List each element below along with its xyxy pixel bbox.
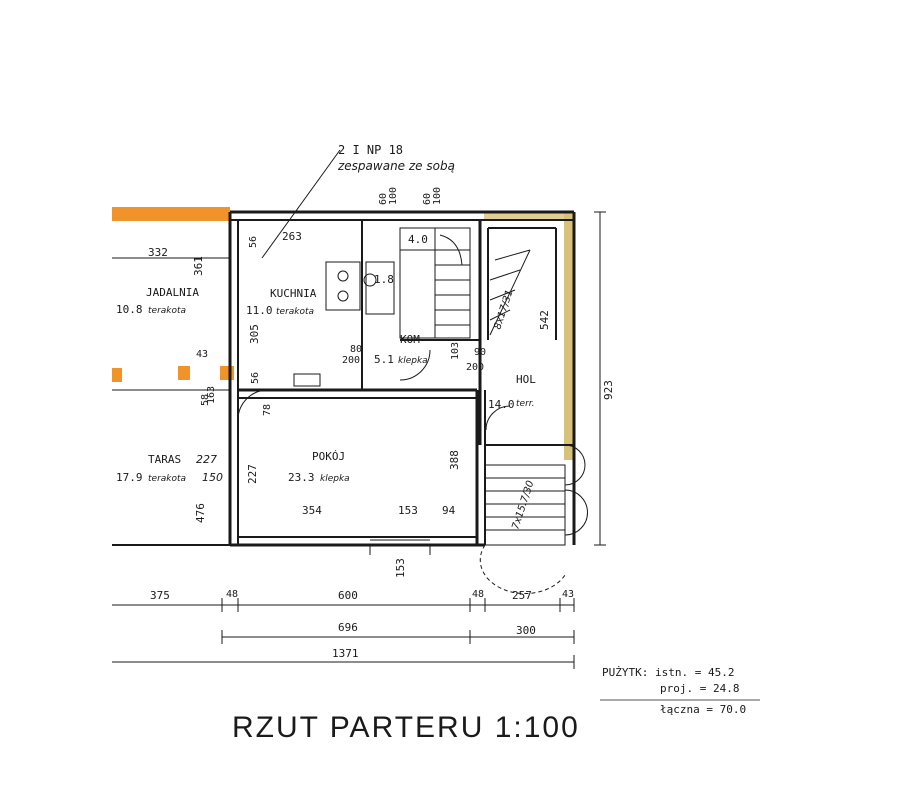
room-floor-kom: klepka — [398, 356, 428, 366]
dim-58: 58 — [200, 394, 211, 406]
column-highlight-2 — [220, 366, 234, 380]
dim-43: 43 — [196, 349, 208, 360]
dimension-lines — [112, 211, 760, 701]
existing-wall-highlight — [112, 207, 230, 221]
area-summary-existing: PUŻYTK: istn. = 45.2 — [602, 666, 734, 679]
dim-60a: 60 — [378, 193, 389, 205]
dim-388: 388 — [448, 450, 461, 470]
dim-bottom-300: 300 — [516, 624, 536, 637]
room-floor-kuchnia: terakota — [276, 307, 314, 317]
dim-476: 476 — [194, 503, 207, 523]
room-area-jadalnia: 10.8 — [116, 303, 143, 316]
new-wall-highlight — [564, 212, 574, 460]
door-swings — [237, 349, 511, 431]
dim-100b: 100 — [432, 187, 443, 205]
taras-dim-227: 227 — [196, 453, 217, 466]
beam-leader-line — [261, 149, 341, 259]
dim-bottom-48a: 48 — [226, 589, 238, 600]
area-summary-projected: proj. = 24.8 — [660, 682, 739, 695]
staircase-hol — [489, 249, 531, 336]
room-area-hol: 14.0 — [488, 398, 515, 411]
dim-90: 90 — [474, 347, 486, 358]
room-area-kom: 5.1 — [374, 353, 394, 366]
kitchen-fixtures — [293, 261, 395, 387]
dim-56a: 56 — [248, 236, 259, 248]
room-name-hol: HOL — [516, 373, 536, 386]
dim-163: 163 — [206, 386, 217, 404]
dim-80: 80 — [350, 344, 362, 355]
dim-542: 542 — [538, 310, 551, 330]
room-name-jadalnia: JADALNIA — [146, 286, 199, 299]
dim-153: 153 — [398, 504, 418, 517]
dim-94: 94 — [442, 504, 456, 517]
walls — [112, 210, 576, 555]
room-area-pokoj: 23.3 — [288, 471, 315, 484]
room-area-taras: 17.9 — [116, 471, 143, 484]
dim-bottom-600: 600 — [338, 589, 358, 602]
column-highlight-3 — [112, 368, 122, 382]
dim-bottom-696: 696 — [338, 621, 358, 634]
dim-bottom-48b: 48 — [472, 589, 484, 600]
dim-923: 923 — [602, 380, 615, 400]
dim-361: 361 — [192, 256, 205, 276]
new-wall-top-highlight — [484, 212, 574, 220]
beam-note: zespawane ze sobą — [337, 159, 455, 173]
dim-bottom-257: 257 — [512, 589, 532, 602]
drawing-title: RZUT PARTERU 1:100 — [232, 711, 580, 744]
dim-354: 354 — [302, 504, 322, 517]
room-name-kom: KOM — [400, 333, 420, 346]
dim-bottom-43: 43 — [562, 589, 574, 600]
staircase-upper — [399, 227, 471, 339]
room-name-taras: TARAS — [148, 453, 181, 466]
dim-100a: 100 — [388, 187, 399, 205]
dim-78: 78 — [262, 404, 273, 416]
dim-56b: 56 — [250, 372, 261, 384]
dim-200b: 200 — [466, 362, 484, 373]
stair-area-label: 1.8 — [374, 273, 394, 286]
dim-305: 305 — [248, 324, 261, 344]
dim-227: 227 — [246, 464, 259, 484]
dim-bottom-1371: 1371 — [332, 647, 359, 660]
dim-263: 263 — [282, 230, 302, 243]
room-area-kuchnia: 11.0 — [246, 304, 273, 317]
room-floor-jadalnia: terakota — [148, 306, 186, 316]
dim-153-window: 153 — [394, 558, 407, 578]
dim-bottom-375: 375 — [150, 589, 170, 602]
column-highlight-1 — [178, 366, 190, 380]
room-floor-taras: terakota — [148, 474, 186, 484]
room-name-pokoj: POKÓJ — [312, 450, 345, 463]
beam-label: 2 I NP 18 — [338, 143, 403, 157]
dim-200a: 200 — [342, 355, 360, 366]
entrance-stairs — [479, 444, 588, 595]
area-summary-total: łączna = 70.0 — [660, 703, 746, 716]
room-name-kuchnia: KUCHNIA — [270, 287, 317, 300]
room-floor-hol: terr. — [516, 399, 535, 409]
dim-332: 332 — [148, 246, 168, 259]
dim-103: 103 — [450, 342, 461, 360]
stair-area-label-2: 4.0 — [408, 233, 428, 246]
taras-dim-150: 150 — [202, 471, 223, 484]
room-floor-pokoj: klepka — [320, 474, 350, 484]
dim-60b: 60 — [422, 193, 433, 205]
